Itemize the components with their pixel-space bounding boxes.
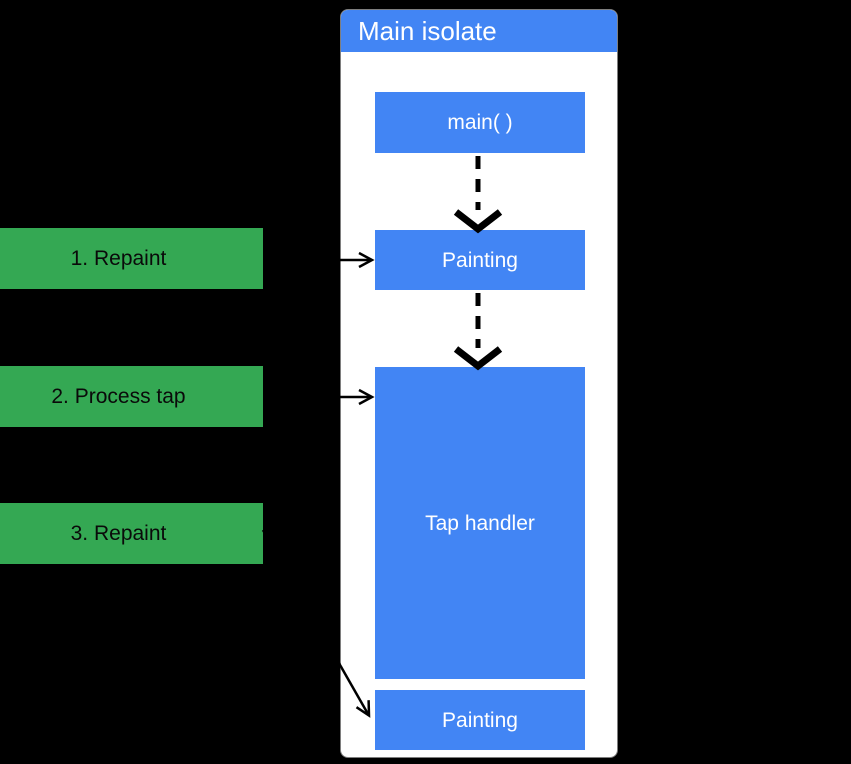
event-label-repaint-3-text: 3. Repaint: [70, 522, 167, 545]
node-tap-handler-label: Tap handler: [425, 511, 535, 535]
main-isolate-header: Main isolate: [341, 10, 617, 52]
node-main-label: main( ): [447, 111, 513, 134]
event-label-process-tap: 2. Process tap: [0, 366, 263, 427]
main-isolate-title: Main isolate: [358, 16, 497, 46]
event-label-repaint-3: 3. Repaint: [0, 503, 263, 564]
node-main: main( ): [375, 92, 585, 153]
node-painting-1: Painting: [375, 230, 585, 290]
event-label-process-tap-text: 2. Process tap: [51, 385, 186, 408]
node-painting-2: Painting: [375, 690, 585, 750]
node-tap-handler: Tap handler: [375, 367, 585, 679]
event-label-repaint-1-text: 1. Repaint: [70, 247, 167, 270]
node-painting-2-label: Painting: [442, 708, 518, 732]
event-label-repaint-1: 1. Repaint: [0, 228, 263, 289]
node-painting-1-label: Painting: [442, 248, 518, 272]
